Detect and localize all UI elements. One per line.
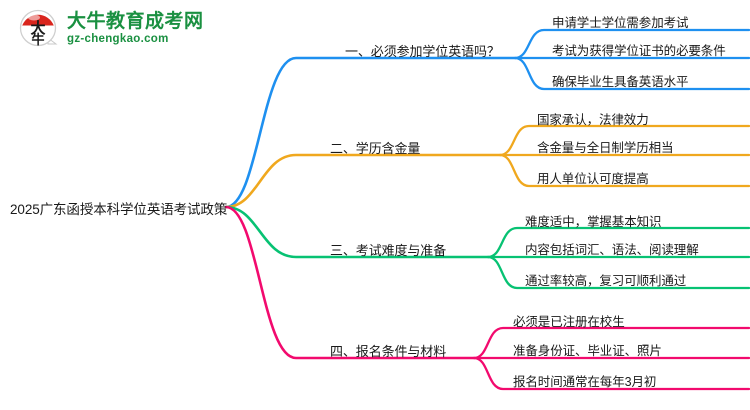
logo-title: 大牛教育成考网	[67, 11, 204, 33]
leaf-label-1-2[interactable]: 考试为获得学位证书的必要条件	[552, 44, 726, 58]
leaf-label-2-1[interactable]: 国家承认，法律效力	[537, 113, 649, 127]
leaf-label-4-3[interactable]: 报名时间通常在每年3月初	[513, 375, 657, 389]
branch-2-trunk	[224, 153, 502, 209]
leaf-label-3-3[interactable]: 通过率较高，复习可顺利通过	[525, 274, 687, 288]
leaf-label-4-1[interactable]: 必须是已注册在校生	[513, 315, 625, 329]
logo-domain: gz-chengkao.com	[67, 33, 169, 46]
branch-label-1[interactable]: 一、必须参加学位英语吗？	[345, 44, 500, 59]
root-node-label[interactable]: 2025广东函授本科学位英语考试政策	[10, 202, 228, 217]
logo-text: 大牛教育成考网 gz-chengkao.com	[67, 12, 204, 46]
leaf-label-1-1[interactable]: 申请学士学位需参加考试	[552, 16, 689, 30]
logo-mark-icon: 大 牛	[18, 8, 60, 50]
svg-text:大: 大	[30, 19, 45, 37]
leaf-label-3-1[interactable]: 难度适中，掌握基本知识	[525, 215, 662, 229]
branch-label-2[interactable]: 二、学历含金量	[330, 141, 421, 156]
branch-label-4[interactable]: 四、报名条件与材料	[330, 344, 447, 359]
branch-label-3[interactable]: 三、考试难度与准备	[330, 243, 447, 258]
site-logo: 大 牛 大牛教育成考网 gz-chengkao.com	[18, 8, 204, 50]
branch-1-trunk	[224, 56, 517, 209]
branch-4-trunk	[224, 205, 476, 360]
leaf-label-3-2[interactable]: 内容包括词汇、语法、阅读理解	[525, 243, 699, 257]
svg-text:牛: 牛	[31, 32, 44, 47]
leaf-label-4-2[interactable]: 准备身份证、毕业证、照片	[513, 344, 662, 358]
leaf-label-1-3[interactable]: 确保毕业生具备英语水平	[552, 75, 689, 89]
leaf-label-2-2[interactable]: 含金量与全日制学历相当	[537, 141, 674, 155]
leaf-label-2-3[interactable]: 用人单位认可度提高	[537, 172, 649, 186]
